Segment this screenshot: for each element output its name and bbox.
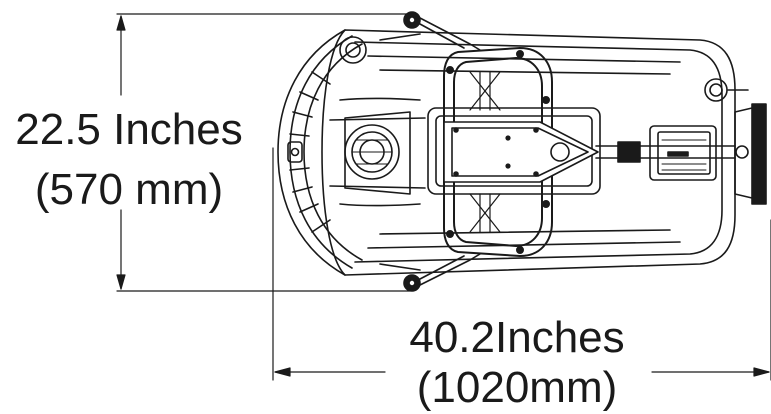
control-panel bbox=[595, 125, 749, 181]
fill-cap bbox=[344, 111, 411, 195]
height-dimension-lines bbox=[116, 13, 411, 292]
width-dimension-value: 40.2Inches bbox=[409, 313, 625, 362]
rear-end bbox=[704, 78, 767, 205]
height-dimension-metric: (570 mm) bbox=[34, 165, 224, 214]
wheels bbox=[339, 11, 481, 292]
height-dimension-value: 22.5 Inches bbox=[15, 105, 243, 154]
handle-frame bbox=[443, 47, 553, 257]
steering-plate bbox=[443, 121, 599, 183]
width-dimension-lines bbox=[272, 147, 771, 381]
front-bumper bbox=[277, 29, 363, 276]
width-dimension-metric: (1020mm) bbox=[416, 363, 618, 412]
